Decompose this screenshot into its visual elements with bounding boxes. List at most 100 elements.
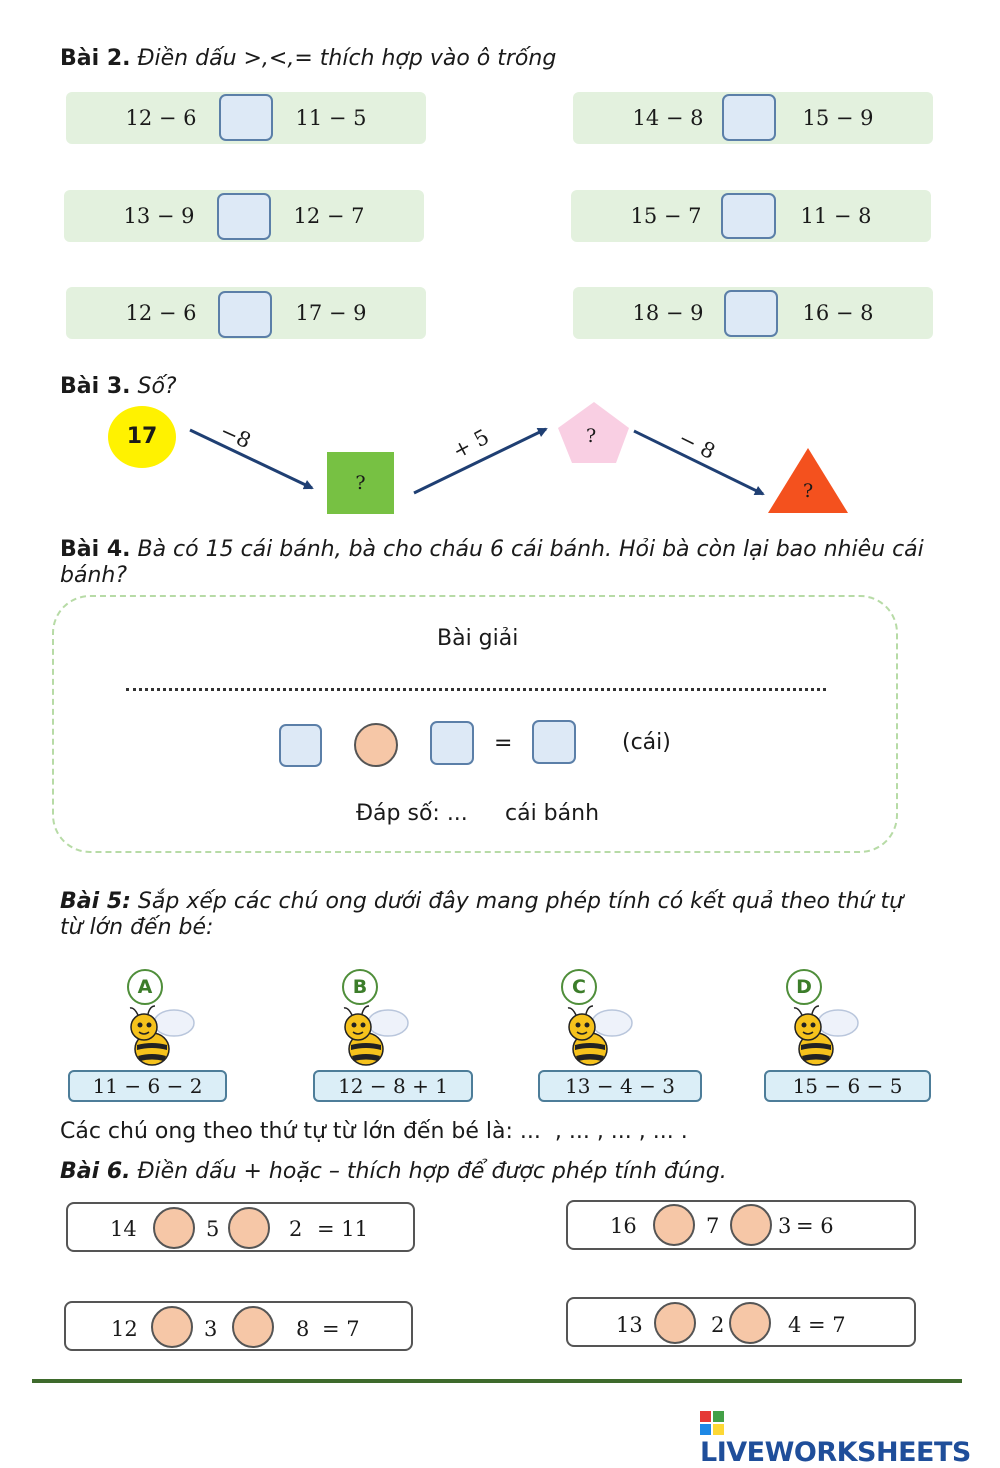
bai4-problem: Bà có 15 cái bánh, bà cho cháu 6 cái bán… (60, 537, 924, 588)
bee-icon (793, 1005, 859, 1066)
equation-box-3: 12 3 8 = 7 (64, 1301, 413, 1351)
answer-triangle[interactable]: ? (803, 480, 814, 502)
arrow-3 (633, 429, 765, 496)
compare-row-2: 14 − 8 15 − 9 (573, 92, 933, 144)
bee-expr-b: 12 − 8 + 1 (313, 1070, 473, 1102)
equation-box-1[interactable] (279, 724, 322, 767)
operator-circle[interactable] (232, 1306, 274, 1348)
arrow-2 (413, 427, 548, 495)
compare-row-1: 12 − 6 11 − 5 (66, 92, 426, 144)
answer-unit: cái bánh (505, 801, 600, 826)
bee-letter-b: B (342, 969, 378, 1005)
triangle-shape (768, 448, 848, 513)
operator-circle[interactable] (654, 1302, 696, 1344)
compare-answer-box[interactable] (218, 291, 272, 338)
equation-box-1: 14 5 2 = 11 (66, 1202, 415, 1252)
bee-icon (343, 1005, 409, 1066)
bee-order-answer[interactable]: Các chú ong theo thứ tự từ lớn đến bé là… (60, 1119, 688, 1144)
answer-square-1[interactable]: ? (327, 452, 394, 514)
bai5-title: Bài 5: (60, 889, 131, 914)
compare-right: 16 − 8 (802, 301, 874, 325)
bai2-instruction: Điền dấu >,<,= thích hợp vào ô trống (137, 46, 557, 71)
eq-num-b: 3 (204, 1317, 218, 1341)
eq-result: = 7 (322, 1317, 360, 1341)
compare-answer-box[interactable] (722, 94, 776, 141)
arrow-1 (189, 428, 314, 490)
answer-pentagon[interactable]: ? (586, 425, 597, 447)
eq-result: = 11 (317, 1217, 368, 1241)
solution-label: Bài giải (437, 626, 519, 651)
bai6-instruction: Điền dấu + hoặc – thích hợp để được phép… (137, 1159, 727, 1184)
compare-left: 12 − 6 (125, 301, 197, 325)
compare-right: 12 − 7 (293, 204, 365, 228)
compare-answer-box[interactable] (219, 94, 273, 141)
eq-result: = 7 (808, 1313, 846, 1337)
liveworksheets-logo-icon (700, 1410, 724, 1435)
equation-box-2: 16 7 3 = 6 (566, 1200, 916, 1250)
footer-divider (32, 1379, 962, 1383)
compare-right: 17 − 9 (295, 301, 367, 325)
bai6-heading: Bài 6. Điền dấu + hoặc – thích hợp để đư… (60, 1159, 727, 1185)
bai4-heading: Bài 4. Bà có 15 cái bánh, bà cho cháu 6 … (60, 537, 930, 589)
brand-logo: LIVEWORKSHEETS (700, 1406, 996, 1468)
operator-circle[interactable] (653, 1204, 695, 1246)
operator-circle[interactable] (729, 1302, 771, 1344)
bee-expr-a: 11 − 6 − 2 (68, 1070, 227, 1102)
compare-answer-box[interactable] (721, 193, 776, 239)
bai3-heading: Bài 3. Số? (60, 374, 177, 400)
answer-label[interactable]: Đáp số: ... (356, 801, 468, 826)
pentagon-shape (558, 402, 629, 463)
bai5-instruction: Sắp xếp các chú ong dưới đây mang phép t… (60, 889, 904, 940)
equation-result-box[interactable] (532, 720, 576, 764)
bai6-title: Bài 6. (60, 1159, 131, 1184)
eq-num-b: 7 (706, 1214, 720, 1238)
operator-circle[interactable] (151, 1306, 193, 1348)
bai3-instruction: Số? (137, 374, 177, 399)
compare-right: 15 − 9 (802, 106, 874, 130)
equation-box-2[interactable] (430, 721, 474, 765)
eq-num-c: 4 (788, 1313, 802, 1337)
compare-left: 18 − 9 (632, 301, 704, 325)
bee-expr-d: 15 − 6 − 5 (764, 1070, 931, 1102)
eq-num-a: 16 (610, 1214, 637, 1238)
equation-box-4: 13 2 4 = 7 (566, 1297, 916, 1347)
bee-icon (567, 1005, 633, 1066)
eq-num-c: 2 (289, 1217, 303, 1241)
compare-right: 11 − 8 (800, 204, 872, 228)
compare-answer-box[interactable] (217, 193, 271, 240)
eq-num-b: 5 (206, 1217, 220, 1241)
eq-num-a: 12 (111, 1317, 138, 1341)
eq-num-b: 2 (711, 1313, 725, 1337)
bai5-heading: Bài 5: Sắp xếp các chú ong dưới đây mang… (60, 889, 930, 941)
bai2-title: Bài 2. (60, 46, 131, 71)
bai4-title: Bài 4. (60, 537, 131, 562)
operator-circle[interactable] (354, 723, 398, 767)
compare-row-4: 15 − 7 11 − 8 (571, 190, 931, 242)
operator-circle[interactable] (153, 1207, 195, 1249)
compare-left: 14 − 8 (632, 106, 704, 130)
solution-dotted-line[interactable] (126, 688, 826, 691)
equals-sign: = (494, 731, 513, 756)
bai3-title: Bài 3. (60, 374, 131, 399)
compare-answer-box[interactable] (724, 290, 778, 337)
operator-circle[interactable] (730, 1204, 772, 1246)
brand-text: LIVEWORKSHEETS (700, 1437, 971, 1468)
solution-box (52, 595, 898, 853)
bee-letter-a: A (127, 969, 163, 1005)
compare-row-6: 18 − 9 16 − 8 (573, 287, 933, 339)
eq-num-a: 13 (616, 1313, 643, 1337)
compare-row-5: 12 − 6 17 − 9 (66, 287, 426, 339)
start-number-circle: 17 (108, 406, 176, 468)
bee-letter-d: D (786, 969, 822, 1005)
unit-label: (cái) (622, 730, 671, 755)
eq-num-c: 8 (296, 1317, 310, 1341)
operator-circle[interactable] (228, 1207, 270, 1249)
eq-num-a: 14 (110, 1217, 137, 1241)
eq-num-c: 3 (778, 1214, 792, 1238)
eq-result: = 6 (796, 1214, 834, 1238)
bee-expr-c: 13 − 4 − 3 (538, 1070, 702, 1102)
bee-icon (129, 1005, 195, 1066)
compare-left: 15 − 7 (630, 204, 702, 228)
bee-letter-c: C (561, 969, 597, 1005)
compare-right: 11 − 5 (295, 106, 367, 130)
